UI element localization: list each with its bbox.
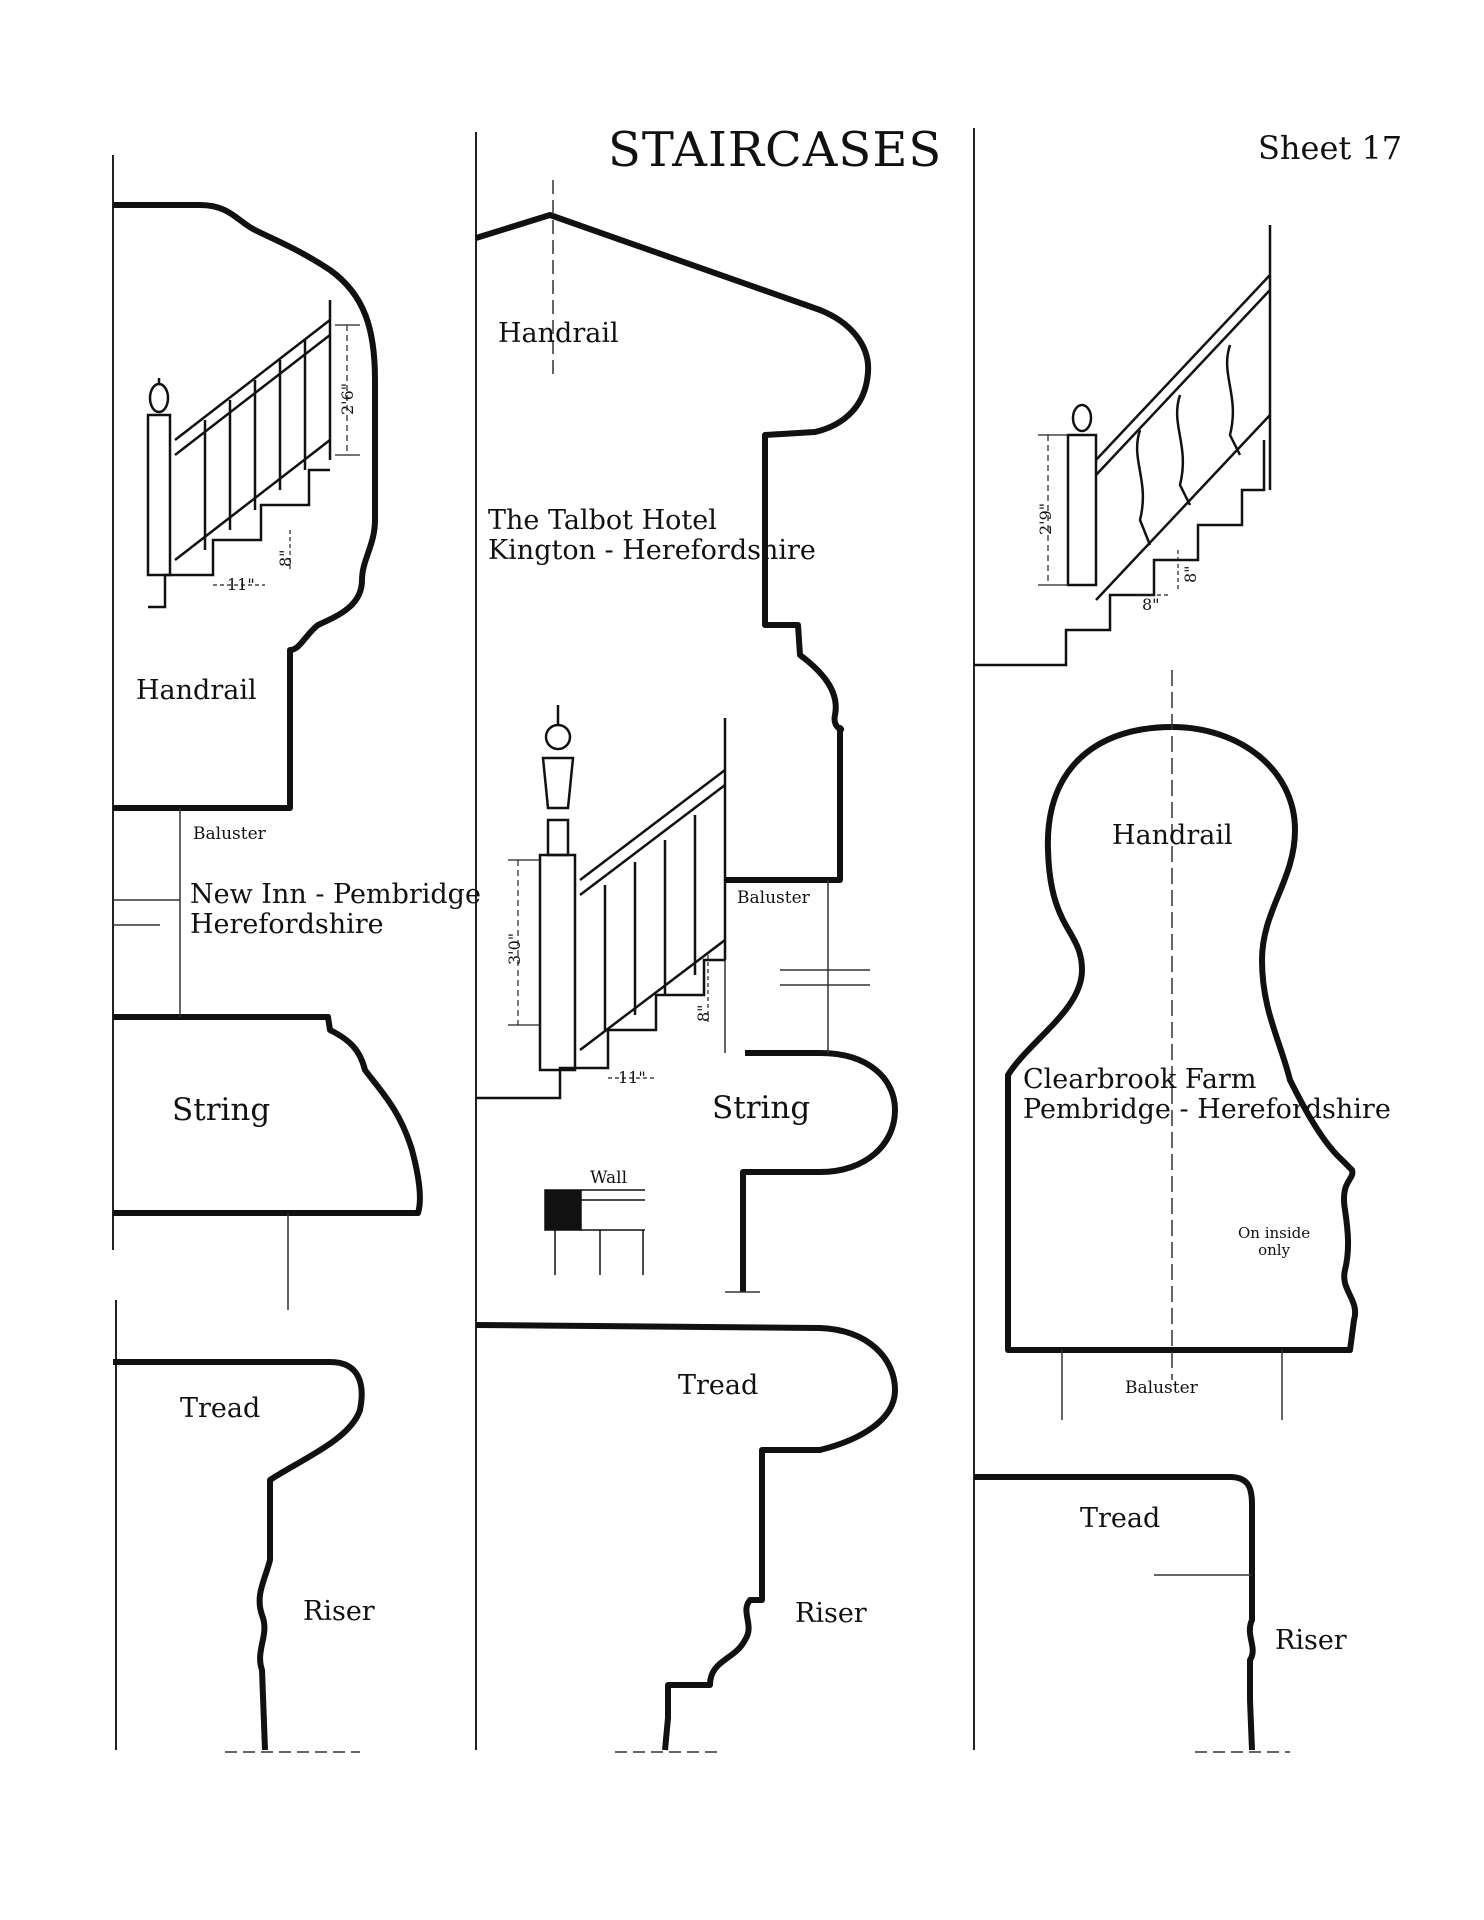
string-profile-col1 [113, 1014, 423, 1216]
tread-riser-profile-col3 [974, 1474, 1256, 1751]
rise-dim-col2: 8" [694, 1004, 713, 1022]
sheet-number: Sheet 17 [1258, 129, 1403, 167]
place-line1-col2: The Talbot Hotel [488, 505, 717, 536]
rail-height-dim-col2: 3'0" [505, 932, 524, 965]
handrail-profile-col2 [475, 212, 872, 883]
riser-label-col1: Riser [303, 1596, 375, 1627]
place-name-col2: The Talbot Hotel Kington - Herefordshire [488, 506, 816, 565]
baluster-label-col1: Baluster [193, 824, 266, 844]
rail-height-dim-col1: 2'6" [338, 382, 357, 415]
page-title: STAIRCASES [608, 122, 943, 178]
dimension-lines-col2 [508, 859, 709, 1079]
string-label-col2: String [712, 1090, 811, 1126]
tread-label-col1: Tread [180, 1393, 261, 1424]
riser-label-col3: Riser [1275, 1625, 1347, 1656]
place-line1-col1: New Inn - Pembridge [190, 879, 481, 910]
handrail-label-col2: Handrail [498, 318, 619, 349]
tread-label-col2: Tread [678, 1370, 759, 1401]
place-name-col3: Clearbrook Farm Pembridge - Herefordshir… [1023, 1065, 1391, 1124]
place-line1-col3: Clearbrook Farm [1023, 1064, 1257, 1095]
place-line2-col3: Pembridge - Herefordshire [1023, 1093, 1391, 1125]
staircase-sketch-col3 [974, 225, 1272, 667]
staircase-sketch-col1 [146, 300, 332, 609]
wall-label-col2: Wall [590, 1168, 628, 1188]
place-name-col1: New Inn - Pembridge Herefordshire [190, 880, 481, 939]
string-label-col1: String [172, 1092, 271, 1128]
tread-riser-profile-col2 [475, 1322, 898, 1751]
rise-dim-col3: 8" [1181, 565, 1200, 583]
wall-detail-col2 [544, 1189, 645, 1275]
dimension-lines-col3 [1038, 434, 1179, 596]
note-line1-col3: On inside [1238, 1224, 1311, 1242]
place-line2-col2: Kington - Herefordshire [488, 534, 816, 566]
baluster-label-col3: Baluster [1125, 1378, 1198, 1398]
going-dim-col3: 8" [1142, 595, 1160, 614]
baluster-label-col2: Baluster [737, 888, 810, 908]
guide-lines-col3 [1061, 670, 1290, 1753]
guide-lines-col2 [552, 180, 870, 1753]
handrail-label-col1: Handrail [136, 675, 257, 706]
handrail-profile-col1 [113, 202, 378, 811]
staircase-sketch-col2 [476, 705, 727, 1100]
going-dim-col1: 11" [227, 575, 255, 594]
going-dim-col2: 11" [618, 1068, 646, 1087]
rail-height-dim-col3: 2'9" [1036, 502, 1055, 535]
guide-lines-col1 [113, 808, 360, 1753]
dimension-lines-col1 [213, 324, 360, 586]
place-line2-col1: Herefordshire [190, 908, 384, 940]
tread-label-col3: Tread [1080, 1503, 1161, 1534]
tread-riser-profile-col1 [113, 1359, 365, 1751]
string-profile-col2 [740, 1050, 898, 1292]
riser-label-col2: Riser [795, 1598, 867, 1629]
note-line2-col3: only [1258, 1240, 1291, 1259]
inside-note-col3: On inside only [1238, 1225, 1310, 1258]
rise-dim-col1: 8" [276, 549, 295, 567]
handrail-label-col3: Handrail [1112, 820, 1233, 851]
handrail-profile-col3 [1005, 724, 1359, 1353]
